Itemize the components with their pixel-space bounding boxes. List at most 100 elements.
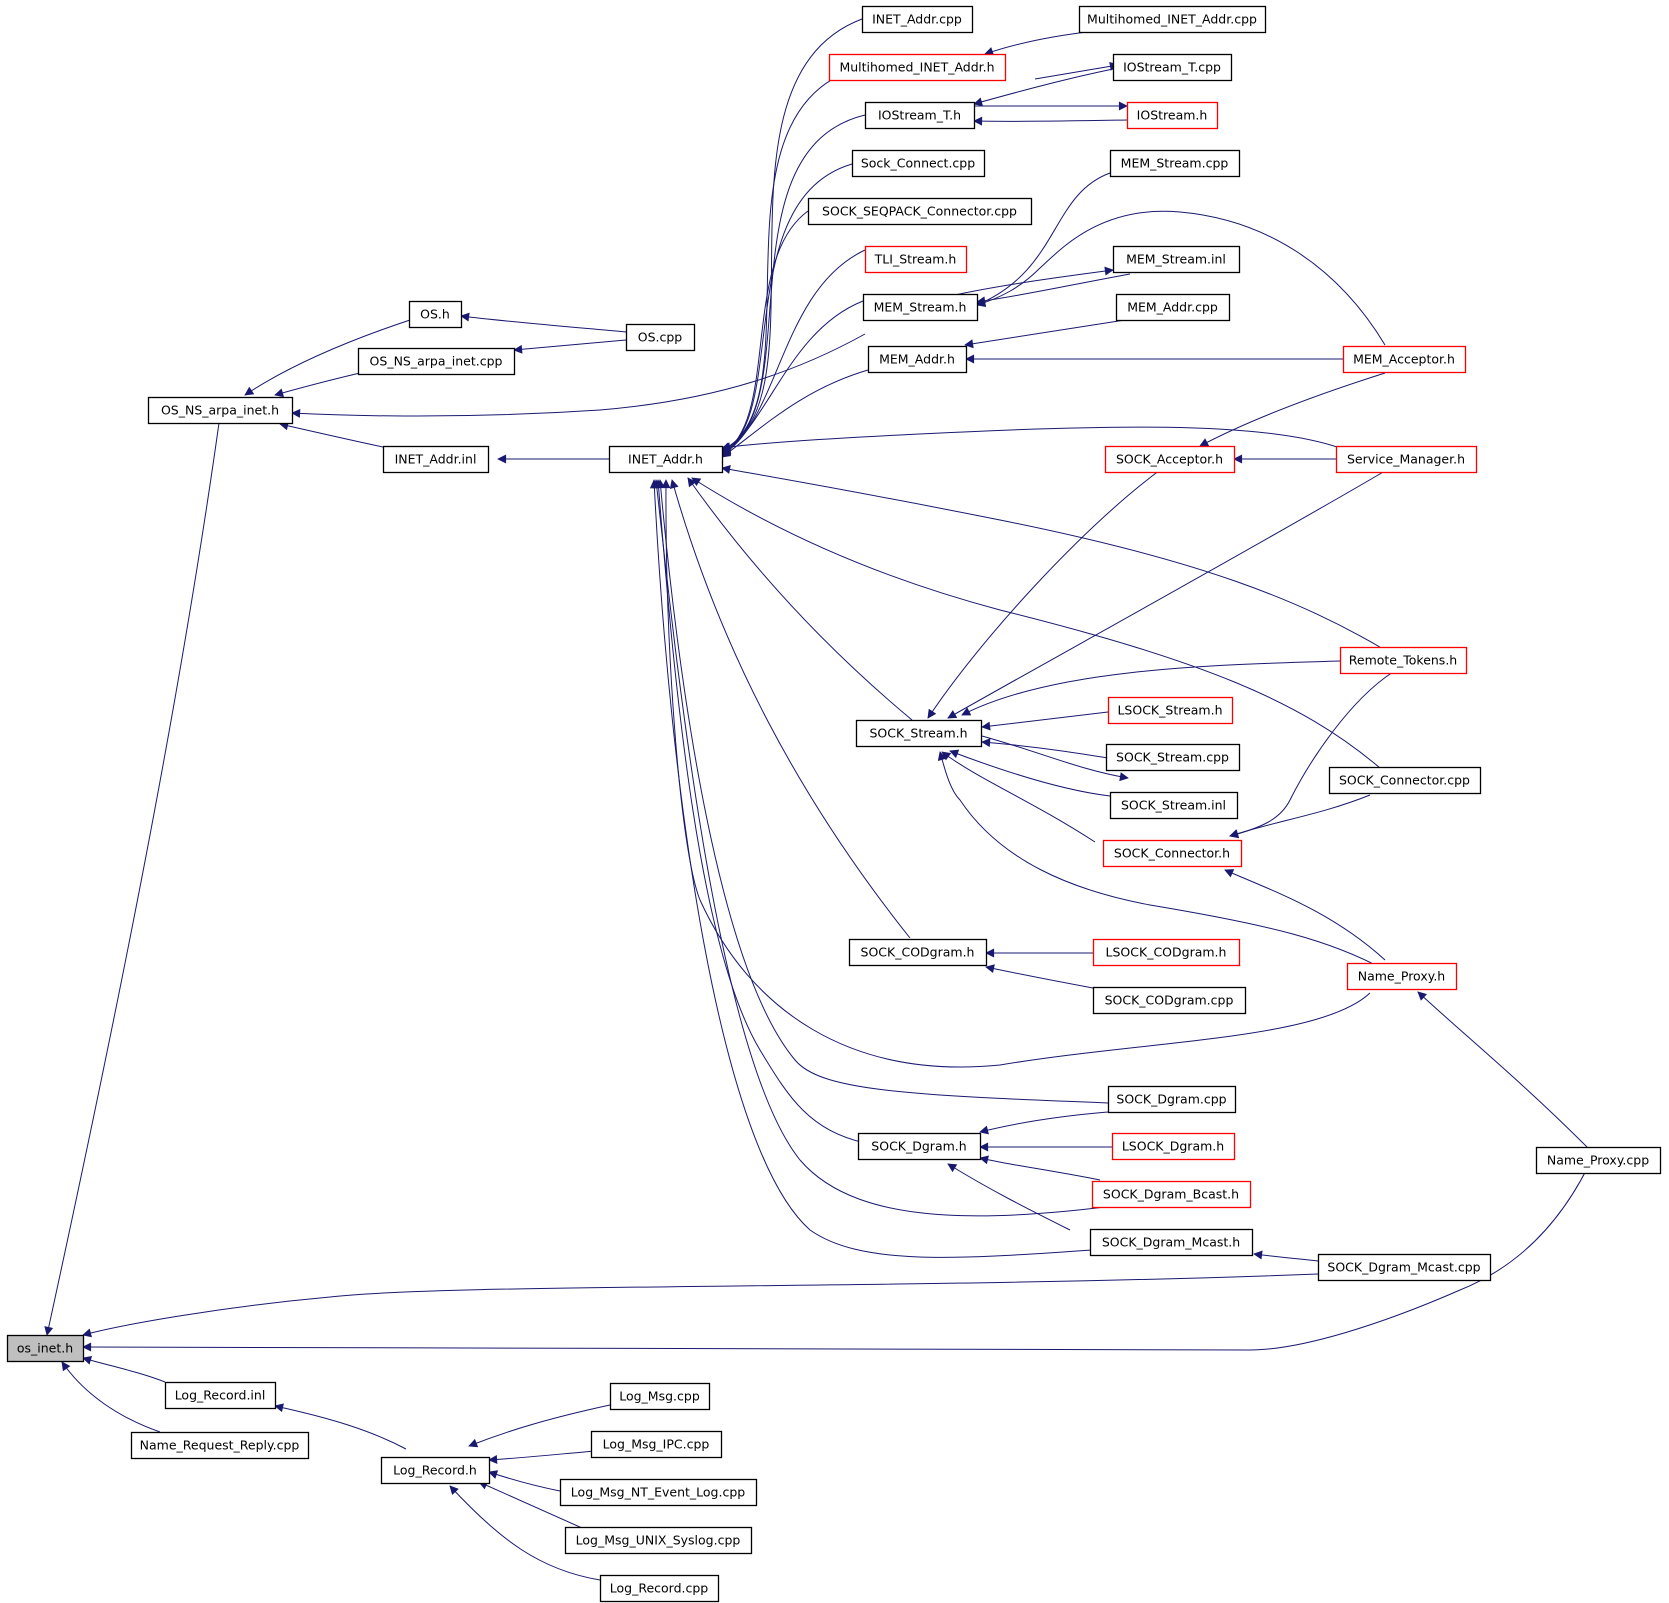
node-label: MEM_Acceptor.h [1353,352,1455,367]
node-lsock-stream-h[interactable]: LSOCK_Stream.h [1107,696,1234,725]
node-box [1328,766,1482,795]
node-iostream-t-cpp[interactable]: IOStream_T.cpp [1112,53,1233,82]
node-box [861,5,974,34]
node-inet-addr-cpp[interactable]: INET_Addr.cpp [861,5,974,34]
node-sock-seqpack-connector-cpp[interactable]: SOCK_SEQPACK_Connector.cpp [807,197,1033,226]
node-iostream-t-h[interactable]: IOStream_T.h [864,101,976,130]
node-inet-addr-h[interactable]: INET_Addr.h [608,445,724,474]
edge-sock-dgram-mcast-h-to-inet-addr-h [649,479,1093,1258]
node-os-ns-arpa-inet-cpp[interactable]: OS_NS_arpa_inet.cpp [357,347,516,376]
node-box [855,719,983,748]
node-log-msg-ipc-cpp[interactable]: Log_Msg_IPC.cpp [590,1430,723,1459]
edge-sock-connector-h-to-sock-stream-h [941,751,1096,843]
edge-remote-tokens-h-to-sock-connector-h [1229,671,1394,839]
node-sock-dgram-h[interactable]: SOCK_Dgram.h [857,1132,982,1161]
node-box [1335,445,1478,474]
node-label: LSOCK_Stream.h [1117,703,1222,718]
node-box [380,1456,491,1485]
node-mem-addr-h[interactable]: MEM_Addr.h [867,345,968,374]
node-box [609,1382,711,1411]
node-name-request-reply-cpp[interactable]: Name_Request_Reply.cpp [130,1431,310,1460]
edge-remote-tokens-h-to-sock-stream-h [961,660,1341,716]
node-box [382,445,490,474]
node-remote-tokens-h[interactable]: Remote_Tokens.h [1339,646,1468,675]
node-sock-codgram-h[interactable]: SOCK_CODgram.h [848,938,988,967]
node-sock-acceptor-h[interactable]: SOCK_Acceptor.h [1104,445,1236,474]
node-sock-dgram-bcast-h[interactable]: SOCK_Dgram_Bcast.h [1091,1180,1252,1209]
edge-lsock-stream-h-to-sock-stream-h [981,711,1109,731]
node-label: Sock_Connect.cpp [861,156,975,171]
node-box [1342,345,1467,374]
edge-os-cpp-to-os-h [460,312,627,333]
node-log-msg-nt-event-log-cpp[interactable]: Log_Msg_NT_Event_Log.cpp [559,1478,758,1507]
node-label: SOCK_Dgram.cpp [1116,1092,1226,1107]
node-tli-stream-h[interactable]: TLI_Stream.h [864,245,968,274]
node-box [1107,696,1234,725]
edge-log-record-inl-to-os-inet-h [82,1355,166,1383]
edge-log-msg-nt-event-log-cpp-to-log-record-h [488,1470,561,1492]
node-label: MEM_Stream.cpp [1121,156,1229,171]
node-box [564,1526,753,1555]
node-lsock-codgram-h[interactable]: LSOCK_CODgram.h [1092,938,1241,967]
node-inet-addr-inl[interactable]: INET_Addr.inl [382,445,490,474]
node-mem-addr-cpp[interactable]: MEM_Addr.cpp [1115,293,1231,322]
edge-sock-stream-inl-to-sock-stream-h [981,735,1129,782]
node-mem-stream-h[interactable]: MEM_Stream.h [862,293,979,322]
node-label: LSOCK_Dgram.h [1122,1139,1224,1154]
node-log-record-inl[interactable]: Log_Record.inl [164,1381,277,1410]
edge-mem-addr-cpp-to-mem-addr-h [964,319,1126,349]
node-sock-stream-inl[interactable]: SOCK_Stream.inl [1109,791,1239,820]
node-label: MEM_Addr.h [879,352,955,367]
node-box [864,245,968,274]
node-box [851,149,986,178]
node-multihomed-inet-addr-h[interactable]: Multihomed_INET_Addr.h [828,53,1007,82]
node-log-msg-cpp[interactable]: Log_Msg.cpp [609,1382,711,1411]
node-sock-dgram-cpp[interactable]: SOCK_Dgram.cpp [1107,1085,1237,1114]
node-label: OS.cpp [638,330,683,345]
dependency-nodes: os_inet.hOS_NS_arpa_inet.hOS.hOS_NS_arpa… [6,5,1662,1603]
node-multihomed-inet-addr-cpp[interactable]: Multihomed_INET_Addr.cpp [1078,5,1267,34]
node-sock-dgram-mcast-cpp[interactable]: SOCK_Dgram_Mcast.cpp [1317,1253,1492,1282]
node-label: Name_Proxy.cpp [1547,1153,1649,1168]
node-log-record-h[interactable]: Log_Record.h [380,1456,491,1485]
node-mem-stream-inl[interactable]: MEM_Stream.inl [1112,245,1241,274]
node-log-record-cpp[interactable]: Log_Record.cpp [599,1574,720,1603]
node-os-cpp[interactable]: OS.cpp [625,323,696,352]
node-label: SOCK_Dgram_Bcast.h [1103,1187,1239,1202]
node-label: SOCK_Acceptor.h [1116,452,1223,467]
node-label: Service_Manager.h [1347,452,1465,467]
node-name-proxy-cpp[interactable]: Name_Proxy.cpp [1535,1146,1662,1175]
node-label: IOStream_T.cpp [1123,60,1221,75]
node-iostream-h[interactable]: IOStream.h [1126,101,1219,130]
node-box [1109,791,1239,820]
node-mem-acceptor-h[interactable]: MEM_Acceptor.h [1342,345,1467,374]
node-sock-stream-cpp[interactable]: SOCK_Stream.cpp [1105,743,1241,772]
node-sock-connect-cpp[interactable]: Sock_Connect.cpp [851,149,986,178]
edge-log-msg-ipc-cpp-to-log-record-h [488,1450,596,1464]
node-label: SOCK_Connector.h [1114,846,1230,861]
node-label: Remote_Tokens.h [1349,653,1457,668]
node-label: IOStream.h [1137,108,1208,123]
node-sock-connector-h[interactable]: SOCK_Connector.h [1102,839,1243,868]
node-sock-stream-h[interactable]: SOCK_Stream.h [855,719,983,748]
node-sock-codgram-cpp[interactable]: SOCK_CODgram.cpp [1092,986,1247,1015]
node-os-ns-arpa-inet-h[interactable]: OS_NS_arpa_inet.h [147,396,294,425]
edge-name-proxy-h-to-sock-stream-h [937,751,1386,971]
node-mem-stream-cpp[interactable]: MEM_Stream.cpp [1109,149,1241,178]
node-box [357,347,516,376]
edge-mem-stream-inl-to-mem-stream-h [949,266,1114,297]
node-label: INET_Addr.h [628,452,703,467]
node-name-proxy-h[interactable]: Name_Proxy.h [1346,962,1458,991]
node-label: Log_Msg_UNIX_Syslog.cpp [576,1533,741,1548]
node-sock-connector-cpp[interactable]: SOCK_Connector.cpp [1328,766,1482,795]
node-box [864,101,976,130]
node-service-manager-h[interactable]: Service_Manager.h [1335,445,1478,474]
node-box [1346,962,1458,991]
node-box [1107,1085,1237,1114]
node-box [1126,101,1219,130]
node-box [1105,743,1241,772]
node-log-msg-unix-syslog-cpp[interactable]: Log_Msg_UNIX_Syslog.cpp [564,1526,753,1555]
node-sock-dgram-mcast-h[interactable]: SOCK_Dgram_Mcast.h [1089,1228,1254,1257]
node-lsock-dgram-h[interactable]: LSOCK_Dgram.h [1111,1132,1236,1161]
node-os-h[interactable]: OS.h [408,300,463,329]
